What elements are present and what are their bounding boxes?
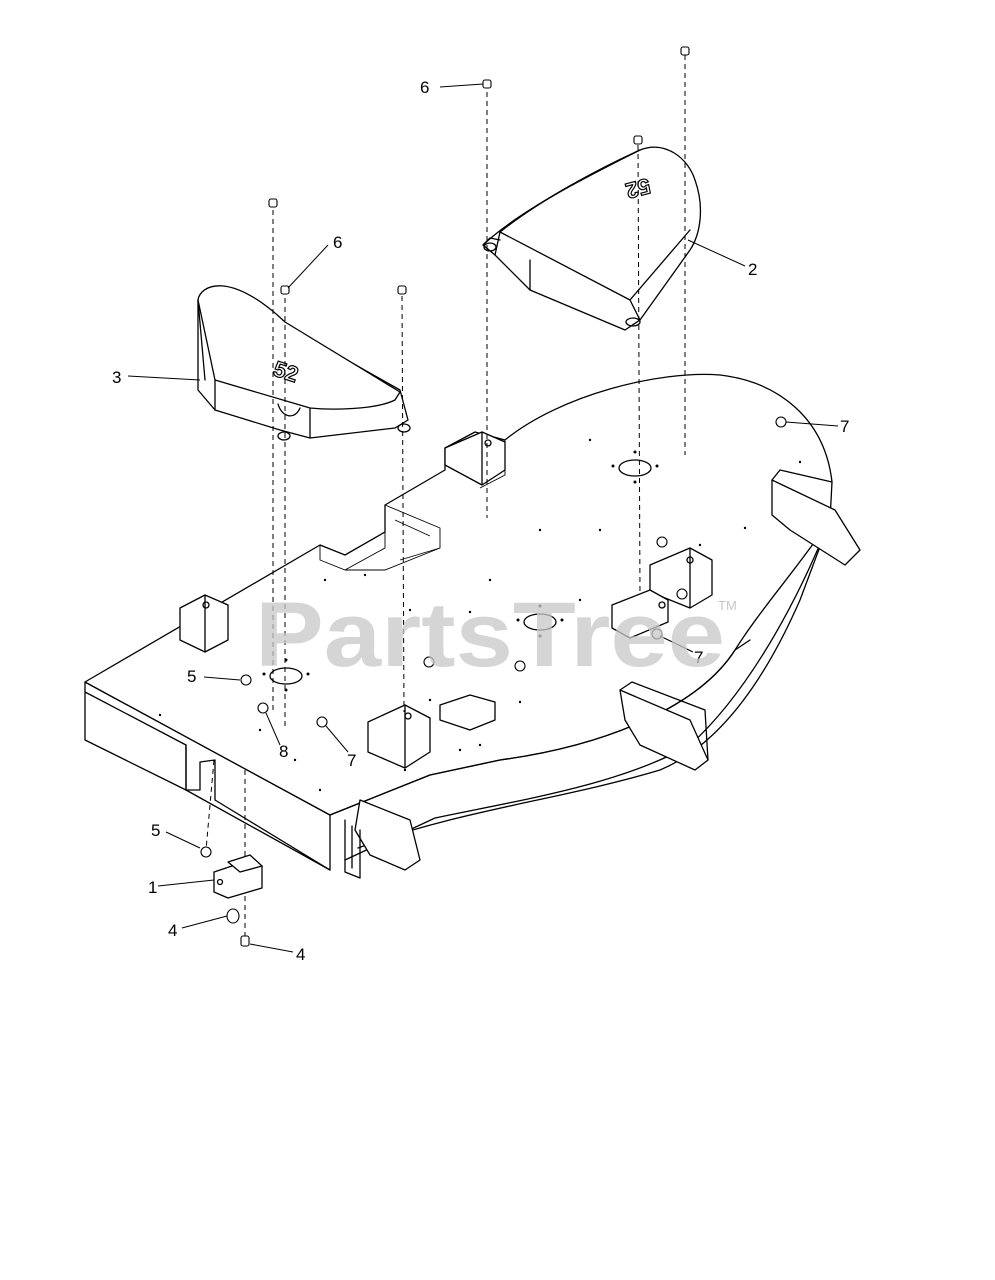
callout-labels: 6 6 2 3 7 7 7 5 8 5 1 4 4 xyxy=(112,78,849,964)
callout-7: 7 xyxy=(694,648,703,667)
bracket-front-center xyxy=(367,704,431,769)
watermark-text: PartsTree xyxy=(255,584,725,686)
deck-front-bumper xyxy=(619,689,709,771)
nut-icon xyxy=(514,660,526,672)
bracket-front-small xyxy=(439,694,496,731)
callout-6: 6 xyxy=(333,233,342,252)
bolt-icon xyxy=(268,198,278,208)
nut-icon xyxy=(676,588,688,600)
nut-icon xyxy=(257,702,269,714)
callout-1: 1 xyxy=(148,878,157,897)
nut-icon xyxy=(423,656,435,668)
leader-lines xyxy=(127,83,839,953)
nut-icon xyxy=(656,536,668,548)
nut-icon xyxy=(651,628,663,640)
callout-7: 7 xyxy=(840,417,849,436)
callout-4: 4 xyxy=(168,921,177,940)
bracket-left-rear xyxy=(179,594,229,653)
bracket-rear-center xyxy=(444,431,506,486)
bolt-icon xyxy=(280,285,290,295)
watermark-trademark: TM xyxy=(718,598,737,613)
deck-rear-skirt xyxy=(84,691,187,791)
callout-5: 5 xyxy=(187,667,196,686)
callout-6: 6 xyxy=(420,78,429,97)
belt-cover-right: 52 xyxy=(482,146,702,331)
nut-icon xyxy=(200,846,212,858)
bracket-right-pair xyxy=(611,547,713,639)
callout-5: 5 xyxy=(151,821,160,840)
spindle-hole-right xyxy=(618,459,652,477)
callout-4: 4 xyxy=(296,945,305,964)
nut-icon xyxy=(775,416,787,428)
bolt-icon xyxy=(633,135,643,145)
mower-deck xyxy=(84,373,861,879)
mounting-bracket-part xyxy=(213,854,263,899)
bolt-icon xyxy=(397,285,407,295)
fasteners xyxy=(200,46,787,947)
alignment-lines xyxy=(205,55,686,940)
bolt-icon xyxy=(240,935,250,947)
belt-cover-left: 52 xyxy=(197,285,411,441)
spindle-hole-left xyxy=(269,667,303,685)
deck-front-skirt-rail xyxy=(357,519,831,849)
callout-7: 7 xyxy=(347,751,356,770)
callout-8: 8 xyxy=(279,742,288,761)
nut-icon xyxy=(316,716,328,728)
deck-right-bumper xyxy=(771,479,861,566)
bolt-icon xyxy=(482,79,492,89)
nut-icon xyxy=(240,674,252,686)
bolt-icon xyxy=(680,46,690,56)
callout-3: 3 xyxy=(112,368,121,387)
spindle-hole-center xyxy=(523,613,557,631)
deck-left-bumper xyxy=(354,799,421,871)
callout-2: 2 xyxy=(748,260,757,279)
washer-icon xyxy=(226,908,240,924)
watermark: PartsTree TM xyxy=(255,584,737,686)
